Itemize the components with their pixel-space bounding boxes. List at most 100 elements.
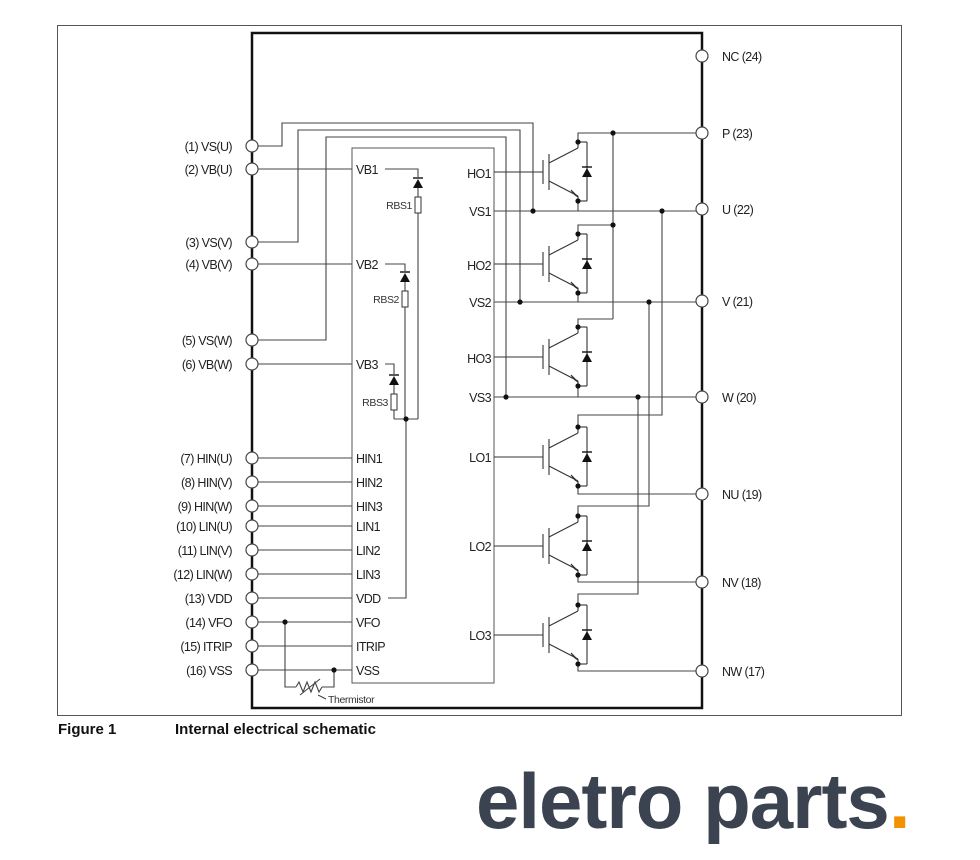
junction-dot [331, 667, 337, 673]
vdd-bootstrap-wire [388, 419, 407, 599]
figure-title: Internal electrical schematic [175, 721, 376, 738]
freewheel-diode-icon [582, 168, 592, 177]
bootstrap-diode [389, 376, 399, 385]
freewheel-diode-icon [582, 542, 592, 551]
left-pin-label: (5) VS(W) [182, 334, 233, 348]
driver-ic-box [351, 147, 495, 684]
junction-dot [646, 299, 652, 305]
figure-number: Figure 1 [58, 721, 117, 738]
junction-dot [575, 231, 581, 237]
pin-terminal [245, 499, 259, 513]
junction-dot [530, 208, 536, 214]
left-pin-label: (6) VB(W) [182, 358, 233, 372]
junction-dot [575, 290, 581, 296]
labels: VB1VB2VB3HIN1HIN2HIN3LIN1LIN2LIN3VDDVFOI… [173, 50, 765, 706]
pin-terminal [695, 126, 709, 140]
resistor-rbs [414, 196, 422, 214]
junction-dot [575, 324, 581, 330]
components [282, 130, 665, 673]
pin-terminal [245, 663, 259, 677]
ic-pin-label: VFO [356, 616, 381, 630]
p-bus [577, 318, 613, 327]
igbt-icon [494, 233, 588, 294]
bootstrap-wire [385, 363, 395, 374]
left-pin-label: (13) VDD [185, 592, 233, 606]
left-pin-label: (16) VSS [186, 664, 232, 678]
bootstrap-wire [385, 263, 406, 271]
junction-dot [575, 424, 581, 430]
igbt-icon [494, 141, 588, 202]
right-pin-label: U (22) [722, 203, 754, 217]
junction-dot [610, 130, 616, 136]
pin-terminal [245, 235, 259, 249]
resistor-rbs [390, 393, 398, 411]
logo-text: eletro parts [476, 757, 890, 845]
thermistor-wire [322, 670, 335, 688]
right-pin-label: NU (19) [722, 488, 762, 502]
left-pin-label: (9) HIN(W) [178, 500, 233, 514]
thermistor-icon [295, 680, 323, 694]
ic-pin-label: HIN3 [356, 500, 383, 514]
phase-u-low [577, 211, 663, 427]
pin-terminal [245, 139, 259, 153]
ic-pin-label: HO2 [467, 259, 492, 273]
ic-pin-label: HIN1 [356, 452, 383, 466]
pin-terminal [245, 475, 259, 489]
phase-v-low [577, 302, 650, 516]
figure-frame [57, 25, 902, 716]
ic-pin-label: VSS [356, 664, 379, 678]
vs-w-wire [252, 136, 507, 397]
ic-pin-label: HO1 [467, 167, 492, 181]
junction-dot [403, 416, 409, 422]
junction-dot [517, 299, 523, 305]
left-pin-label: (8) HIN(V) [181, 476, 232, 490]
igbt-icon [494, 604, 588, 665]
junction-dot [635, 394, 641, 400]
pin-terminal [245, 162, 259, 176]
junction-dot [282, 619, 288, 625]
ic-pin-label: VB1 [356, 163, 378, 177]
ic-pin-label: LO3 [469, 629, 491, 643]
junction-dot [575, 139, 581, 145]
pin-terminal [695, 575, 709, 589]
pin-terminal [245, 639, 259, 653]
brand-logo: eletro parts. [476, 762, 910, 840]
left-pin-label: (10) LIN(U) [176, 520, 232, 534]
freewheel-diode-icon [582, 353, 592, 362]
ic-pin-label: VS1 [469, 205, 491, 219]
pin-terminal [695, 664, 709, 678]
wires [252, 122, 702, 700]
freewheel-diode-icon [582, 260, 592, 269]
resistor-label: RBS3 [362, 397, 388, 409]
phase-w-low [577, 397, 639, 605]
thermistor-wire [317, 694, 327, 700]
bootstrap-diode [413, 179, 423, 188]
resistor-label: RBS2 [373, 294, 399, 306]
freewheel-diode-icon [582, 631, 592, 640]
junction-dot [575, 198, 581, 204]
ic-pin-label: LO2 [469, 540, 491, 554]
pin-terminal [245, 615, 259, 629]
junction-dot [575, 572, 581, 578]
junction-dot [575, 602, 581, 608]
pin-terminal [245, 543, 259, 557]
junction-dot [575, 383, 581, 389]
igbt-icon [494, 515, 588, 576]
pin-terminal [695, 487, 709, 501]
ic-pin-label: HO3 [467, 352, 492, 366]
nw-wire [577, 664, 702, 672]
ic-pin-label: LIN3 [356, 568, 381, 582]
igbt-icon [494, 426, 588, 487]
nv-wire [577, 575, 702, 583]
junction-dot [575, 661, 581, 667]
thermistor-wire [284, 622, 296, 688]
pin-terminal [245, 591, 259, 605]
left-pin-label: (1) VS(U) [185, 140, 233, 154]
junction-dot [575, 513, 581, 519]
vs-v-wire [252, 129, 521, 302]
ic-pin-label: VS3 [469, 391, 491, 405]
ic-pin-label: ITRIP [356, 640, 385, 654]
pin-terminal [695, 294, 709, 308]
junction-dot [575, 483, 581, 489]
ic-pin-label: LIN2 [356, 544, 381, 558]
